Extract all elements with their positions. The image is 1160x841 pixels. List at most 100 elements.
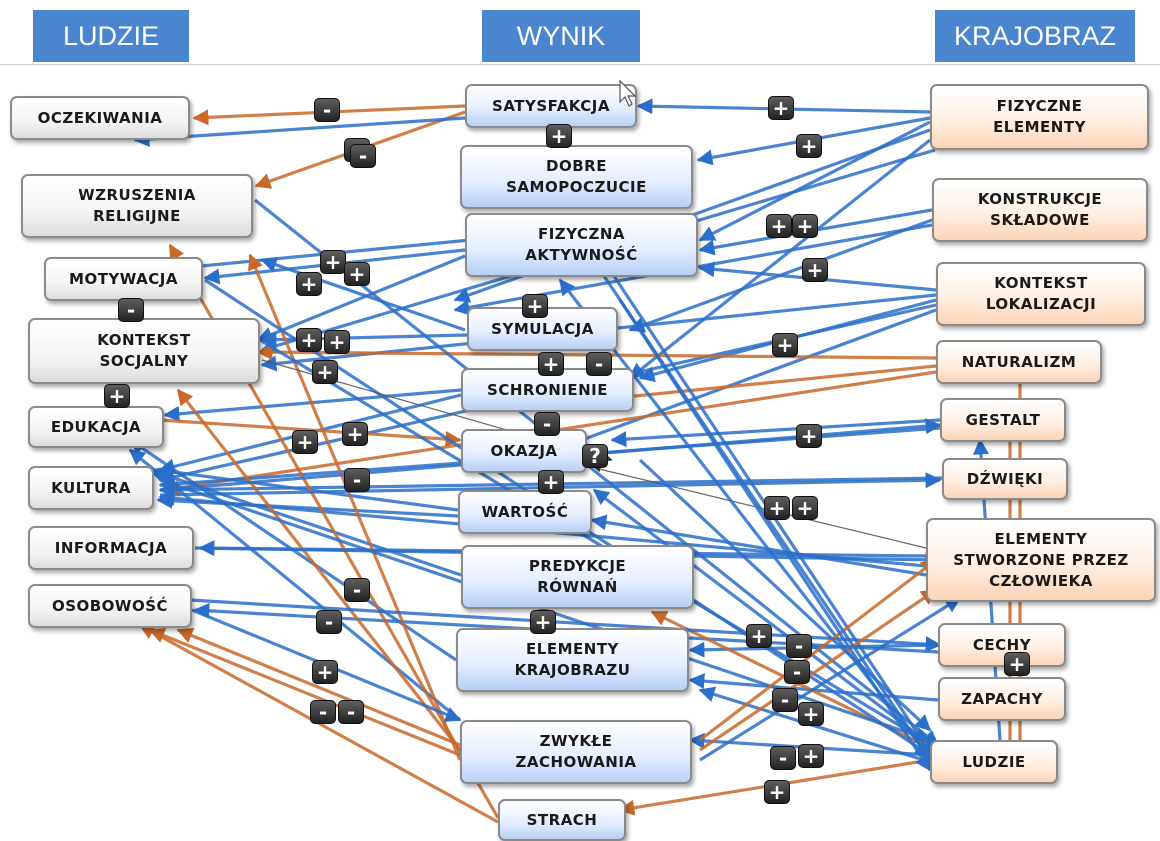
positive-link-arrow <box>133 116 466 148</box>
minus-sign-badge: - <box>118 298 144 322</box>
node-oczekiwania[interactable]: OCZEKIWANIA <box>10 96 190 140</box>
node-dobre-samopoczucie[interactable]: DOBRE SAMOPOCZUCIE <box>460 145 693 209</box>
node-informacja[interactable]: INFORMACJA <box>28 526 194 570</box>
minus-sign-badge: - <box>586 352 612 376</box>
node-elementy-krajobrazu[interactable]: ELEMENTY KRAJOBRAZU <box>456 628 689 692</box>
node-satysfakcja[interactable]: SATYSFAKCJA <box>465 84 637 128</box>
plus-sign-badge: + <box>772 333 798 357</box>
plus-sign-badge: + <box>292 430 318 454</box>
plus-sign-badge: + <box>546 124 572 148</box>
positive-link-arrow <box>254 198 940 747</box>
plus-sign-badge: + <box>104 384 130 408</box>
node-okazja[interactable]: OKAZJA <box>461 429 587 473</box>
minus-sign-badge: - <box>310 700 336 724</box>
plus-sign-badge: + <box>324 330 350 354</box>
plus-sign-badge: + <box>296 272 322 296</box>
plus-sign-badge: + <box>538 470 564 494</box>
plus-sign-badge: + <box>344 262 370 286</box>
minus-sign-badge: - <box>344 578 370 602</box>
node-wartosc[interactable]: WARTOŚĆ <box>458 490 592 534</box>
plus-sign-badge: + <box>766 214 792 238</box>
positive-link-arrow <box>699 596 962 762</box>
plus-sign-badge: + <box>320 250 346 274</box>
minus-sign-badge: - <box>772 688 798 712</box>
positive-link-arrow <box>698 686 931 764</box>
positive-link-arrow <box>628 138 931 380</box>
node-dzwieki[interactable]: DŹWIĘKI <box>942 458 1068 500</box>
positive-link-arrow <box>156 492 459 518</box>
plus-sign-badge: + <box>798 702 824 726</box>
node-motywacja[interactable]: MOTYWACJA <box>44 257 203 301</box>
positive-link-arrow <box>156 463 459 512</box>
positive-link-arrow <box>256 254 466 342</box>
positive-link-arrow <box>592 488 931 746</box>
plus-sign-badge: + <box>798 744 824 768</box>
minus-sign-badge: - <box>770 746 796 770</box>
minus-sign-badge: - <box>786 634 812 658</box>
plus-sign-badge: + <box>538 352 564 376</box>
plus-sign-badge: + <box>312 660 338 684</box>
node-strach[interactable]: STRACH <box>498 799 626 841</box>
mouse-pointer-icon <box>619 80 637 107</box>
node-wzruszenia-religijne[interactable]: WZRUSZENIA RELIGIJNE <box>21 174 253 238</box>
plus-sign-badge: + <box>312 360 338 384</box>
plus-sign-badge: + <box>768 96 794 120</box>
node-kontekst-socjalny[interactable]: KONTEKST SOCJALNY <box>28 318 260 384</box>
positive-link-arrow <box>698 120 931 242</box>
negative-link-arrow <box>148 627 461 757</box>
minus-sign-badge: - <box>316 610 342 634</box>
plus-sign-badge: + <box>796 424 822 448</box>
plus-sign-badge: + <box>796 134 822 158</box>
node-fizyczne-elementy[interactable]: FIZYCZNE ELEMENTY <box>930 84 1149 150</box>
plus-sign-badge: + <box>764 496 790 520</box>
positive-link-arrow <box>618 299 932 772</box>
positive-link-arrow <box>189 598 942 653</box>
node-kultura[interactable]: KULTURA <box>28 466 154 510</box>
node-osobowosc[interactable]: OSOBOWOŚĆ <box>28 584 192 628</box>
node-elementy-stworzone-przez-czlowieka[interactable]: ELEMENTY STWORZONE PRZEZ CZŁOWIEKA <box>926 518 1156 602</box>
node-fizyczna-aktywnosc[interactable]: FIZYCZNA AKTYWNOŚĆ <box>465 213 698 277</box>
plus-sign-badge: + <box>1004 652 1030 676</box>
minus-sign-badge: - <box>534 412 560 436</box>
positive-link-arrow <box>158 238 471 277</box>
negative-link-arrow <box>699 558 938 742</box>
column-header-result: WYNIK <box>482 10 640 62</box>
column-header-people: LUDZIE <box>33 10 189 62</box>
negative-link-arrow <box>248 253 462 761</box>
node-ludzie[interactable]: LUDZIE <box>930 740 1058 784</box>
plus-sign-badge: + <box>296 328 322 352</box>
positive-link-arrow <box>260 257 466 332</box>
plus-sign-badge: + <box>764 780 790 804</box>
plus-sign-badge: + <box>342 422 368 446</box>
plus-sign-badge: + <box>792 214 818 238</box>
node-zapachy[interactable]: ZAPACHY <box>938 677 1066 721</box>
node-gestalt[interactable]: GESTALT <box>940 398 1066 442</box>
minus-sign-badge: - <box>344 468 370 492</box>
negative-link-arrow <box>593 364 937 407</box>
column-header-landscape: KRAJOBRAZ <box>935 10 1135 62</box>
plus-sign-badge: + <box>792 496 818 520</box>
minus-sign-badge: - <box>338 700 364 724</box>
minus-sign-badge: - <box>350 144 376 168</box>
node-edukacja[interactable]: EDUKACJA <box>28 406 164 448</box>
positive-link-arrow <box>558 308 937 451</box>
positive-link-arrow <box>610 418 941 448</box>
node-predykcje-rownan[interactable]: PREDYKCJE RÓWNAŃ <box>461 545 694 609</box>
minus-sign-badge: - <box>314 98 340 122</box>
plus-sign-badge: + <box>746 624 772 648</box>
negative-link-arrow <box>176 628 461 747</box>
node-naturalizm[interactable]: NATURALIZM <box>936 340 1102 384</box>
plus-sign-badge: + <box>530 610 556 634</box>
node-kontekst-lokalizacji[interactable]: KONTEKST LOKALIZACJI <box>936 262 1146 326</box>
plus-sign-badge: + <box>522 294 548 318</box>
minus-sign-badge: - <box>784 660 810 684</box>
question-sign-badge: ? <box>582 444 608 468</box>
node-zwykle-zachowania[interactable]: ZWYKŁE ZACHOWANIA <box>460 720 692 784</box>
header-divider <box>0 64 1160 65</box>
negative-link-arrow <box>176 388 462 751</box>
node-konstrukcje-skladowe[interactable]: KONSTRUKCJE SKŁADOWE <box>932 178 1148 242</box>
plus-sign-badge: + <box>802 258 828 282</box>
negative-link-arrow <box>699 588 938 752</box>
positive-link-arrow <box>638 458 932 732</box>
node-cechy[interactable]: CECHY <box>938 623 1066 667</box>
